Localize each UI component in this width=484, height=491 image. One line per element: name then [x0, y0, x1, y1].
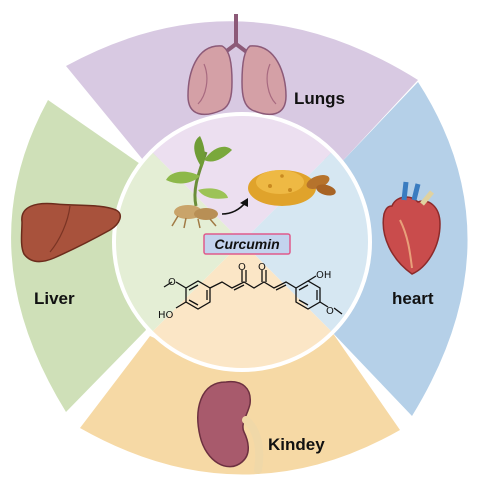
center-quadrant-bottom	[152, 242, 332, 369]
ketone-left-o: O	[238, 262, 246, 273]
liver-label: Liver	[34, 289, 75, 308]
arrowhead-icon	[240, 198, 248, 207]
center-circle	[112, 112, 372, 372]
hydroxyl-right: OH	[316, 270, 331, 281]
liver-segment	[11, 100, 146, 412]
heart-label: heart	[392, 289, 434, 308]
turmeric-plant-icon	[166, 136, 232, 229]
methoxy-left-o: O	[168, 277, 176, 288]
lungs-label: Lungs	[294, 89, 345, 108]
kidney-label: Kindey	[268, 435, 325, 454]
curcumin-label-box: Curcumin	[203, 233, 291, 255]
curcumin-structure	[163, 270, 343, 315]
ketone-right-o: O	[258, 262, 266, 273]
center-quadrant-left	[115, 152, 242, 332]
methoxy-right-o: O	[326, 306, 334, 317]
turmeric-powder-icon	[248, 170, 336, 206]
center-quadrant-right	[242, 152, 369, 332]
kidney-icon	[197, 380, 264, 474]
molecule-atom-labels: O HO OH O O O	[158, 262, 334, 321]
heart-icon	[382, 181, 441, 275]
lungs-icon	[187, 14, 287, 116]
center-title: Curcumin	[214, 236, 279, 252]
hydroxyl-left: HO	[158, 310, 174, 321]
liver-icon	[20, 202, 121, 263]
